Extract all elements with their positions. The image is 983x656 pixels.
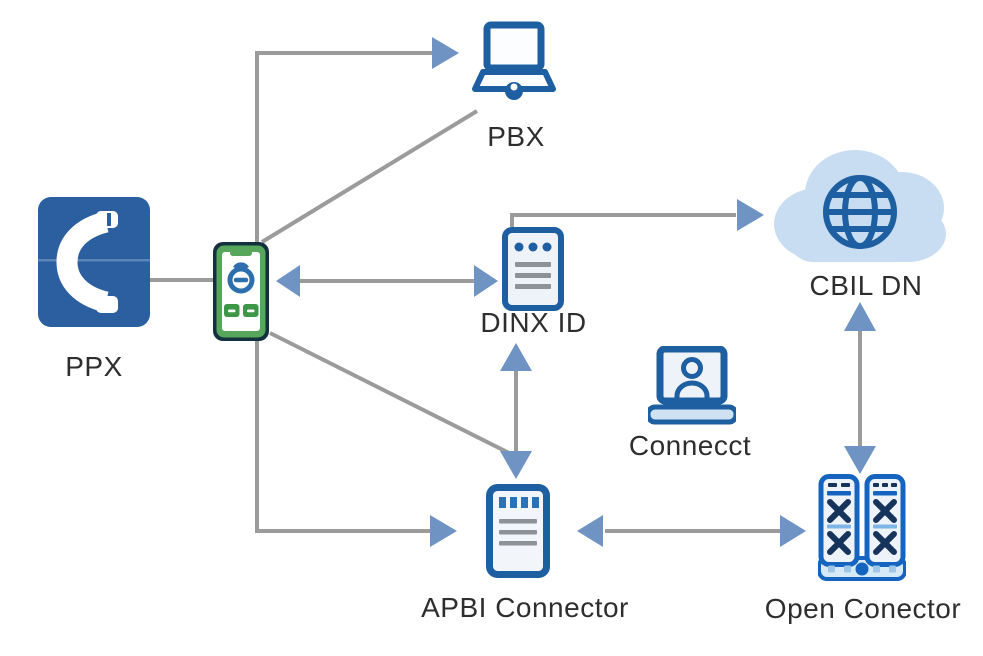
label-pbx: PBX bbox=[487, 121, 545, 152]
server-document-icon bbox=[502, 227, 564, 311]
laptop-icon bbox=[472, 21, 556, 100]
arrowhead-to-cbil-up bbox=[844, 302, 876, 331]
label-ppx: PPX bbox=[65, 351, 123, 382]
node-cbil bbox=[770, 146, 950, 271]
cloud-globe-icon bbox=[774, 150, 946, 262]
document-connector-icon bbox=[486, 484, 550, 578]
label-apbi: APBI Connector bbox=[421, 592, 629, 623]
phone-handset-icon bbox=[38, 197, 150, 327]
node-dinx bbox=[502, 227, 564, 316]
server-racks-icon bbox=[817, 474, 907, 581]
globe-icon bbox=[823, 175, 897, 249]
smartphone-icon bbox=[213, 242, 269, 341]
arrowhead-to-apbi-left bbox=[430, 515, 457, 547]
label-cbil: CBIL DN bbox=[809, 270, 923, 301]
edge-softphone-apbi-elbow bbox=[255, 340, 430, 533]
node-softphone bbox=[213, 242, 269, 346]
node-pbx bbox=[470, 21, 558, 114]
edge-softphone-pbx-diagonal bbox=[260, 109, 479, 244]
node-apbi bbox=[486, 484, 550, 583]
arrowhead-to-dinx-right bbox=[474, 265, 498, 297]
arrowheads bbox=[276, 37, 876, 547]
edge-softphone-apbi-diagonal bbox=[269, 331, 510, 455]
arrowhead-to-apbi-right bbox=[577, 515, 603, 547]
arrowhead-to-cbil-left bbox=[737, 199, 764, 231]
label-dinx: DINX ID bbox=[480, 307, 587, 338]
edge-softphone-pbx-elbow bbox=[255, 51, 432, 244]
edge-dinx-cbil-elbow bbox=[510, 213, 736, 227]
label-open: Open Conector bbox=[764, 593, 962, 624]
arrowhead-to-softphone bbox=[276, 265, 300, 297]
arrowhead-to-pbx bbox=[432, 37, 459, 69]
node-ppx bbox=[38, 197, 150, 332]
node-connecct bbox=[645, 345, 739, 431]
laptop-person-icon bbox=[645, 345, 739, 425]
node-open bbox=[817, 474, 907, 587]
arrowhead-to-dinx-up bbox=[500, 343, 532, 371]
arrowhead-to-open-down bbox=[844, 446, 876, 474]
arrowhead-to-open-left bbox=[780, 515, 806, 547]
arrowhead-to-apbi-down bbox=[500, 451, 532, 479]
label-connecct: Connecct bbox=[628, 430, 752, 461]
